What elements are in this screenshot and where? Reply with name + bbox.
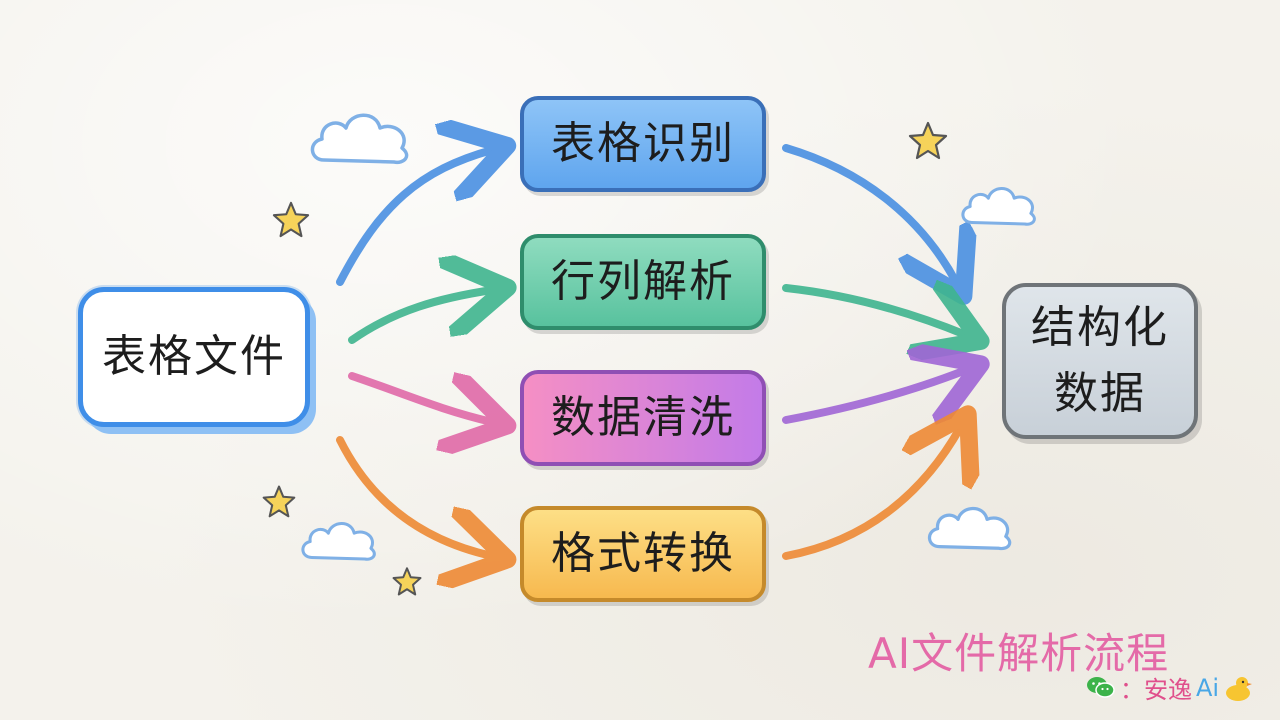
diagram-caption: AI文件解析流程 xyxy=(868,629,1170,678)
step-node-3: 数据清洗 xyxy=(520,370,766,466)
watermark: ：安逸 Ai xyxy=(1086,670,1253,705)
wechat-icon xyxy=(1087,676,1115,698)
duck-icon xyxy=(1226,676,1253,701)
cloud-icon xyxy=(961,186,1036,226)
watermark-text: ：安逸 xyxy=(1120,676,1192,704)
target-node-label: 结构化 数据 xyxy=(1031,295,1169,427)
step-node-2-label: 行列解析 xyxy=(551,255,735,307)
source-node: 表格文件 xyxy=(78,287,310,427)
step-node-4: 格式转换 xyxy=(520,506,766,602)
star-icon xyxy=(908,121,948,160)
arrow-step-3-to-target xyxy=(782,370,966,420)
cloud-icon xyxy=(310,113,409,165)
source-node-label: 表格文件 xyxy=(102,330,286,382)
arrow-source-to-step-3 xyxy=(348,372,492,422)
watermark-ai-text: Ai xyxy=(1196,673,1220,702)
arrow-source-to-step-4 xyxy=(336,436,492,556)
star-icon xyxy=(272,201,310,238)
step-node-1: 表格识别 xyxy=(520,96,766,192)
arrow-step-1-to-target xyxy=(782,144,956,282)
step-node-3-label: 数据清洗 xyxy=(551,391,735,443)
arrow-source-to-step-2 xyxy=(348,290,492,344)
arrow-step-4-to-target xyxy=(782,428,960,560)
target-node-label-line-1: 结构化 xyxy=(1031,302,1169,353)
target-node: 结构化 数据 xyxy=(1002,283,1198,439)
step-node-4-label: 格式转换 xyxy=(551,527,735,579)
star-icon xyxy=(392,567,422,596)
star-icon xyxy=(262,485,296,518)
arrow-source-to-step-1 xyxy=(336,150,492,286)
step-node-1-label: 表格识别 xyxy=(551,117,735,169)
cloud-icon xyxy=(301,521,376,561)
step-node-2: 行列解析 xyxy=(520,234,766,330)
arrow-step-2-to-target xyxy=(782,288,966,335)
cloud-icon xyxy=(927,506,1012,551)
target-node-label-line-2: 数据 xyxy=(1054,368,1146,419)
